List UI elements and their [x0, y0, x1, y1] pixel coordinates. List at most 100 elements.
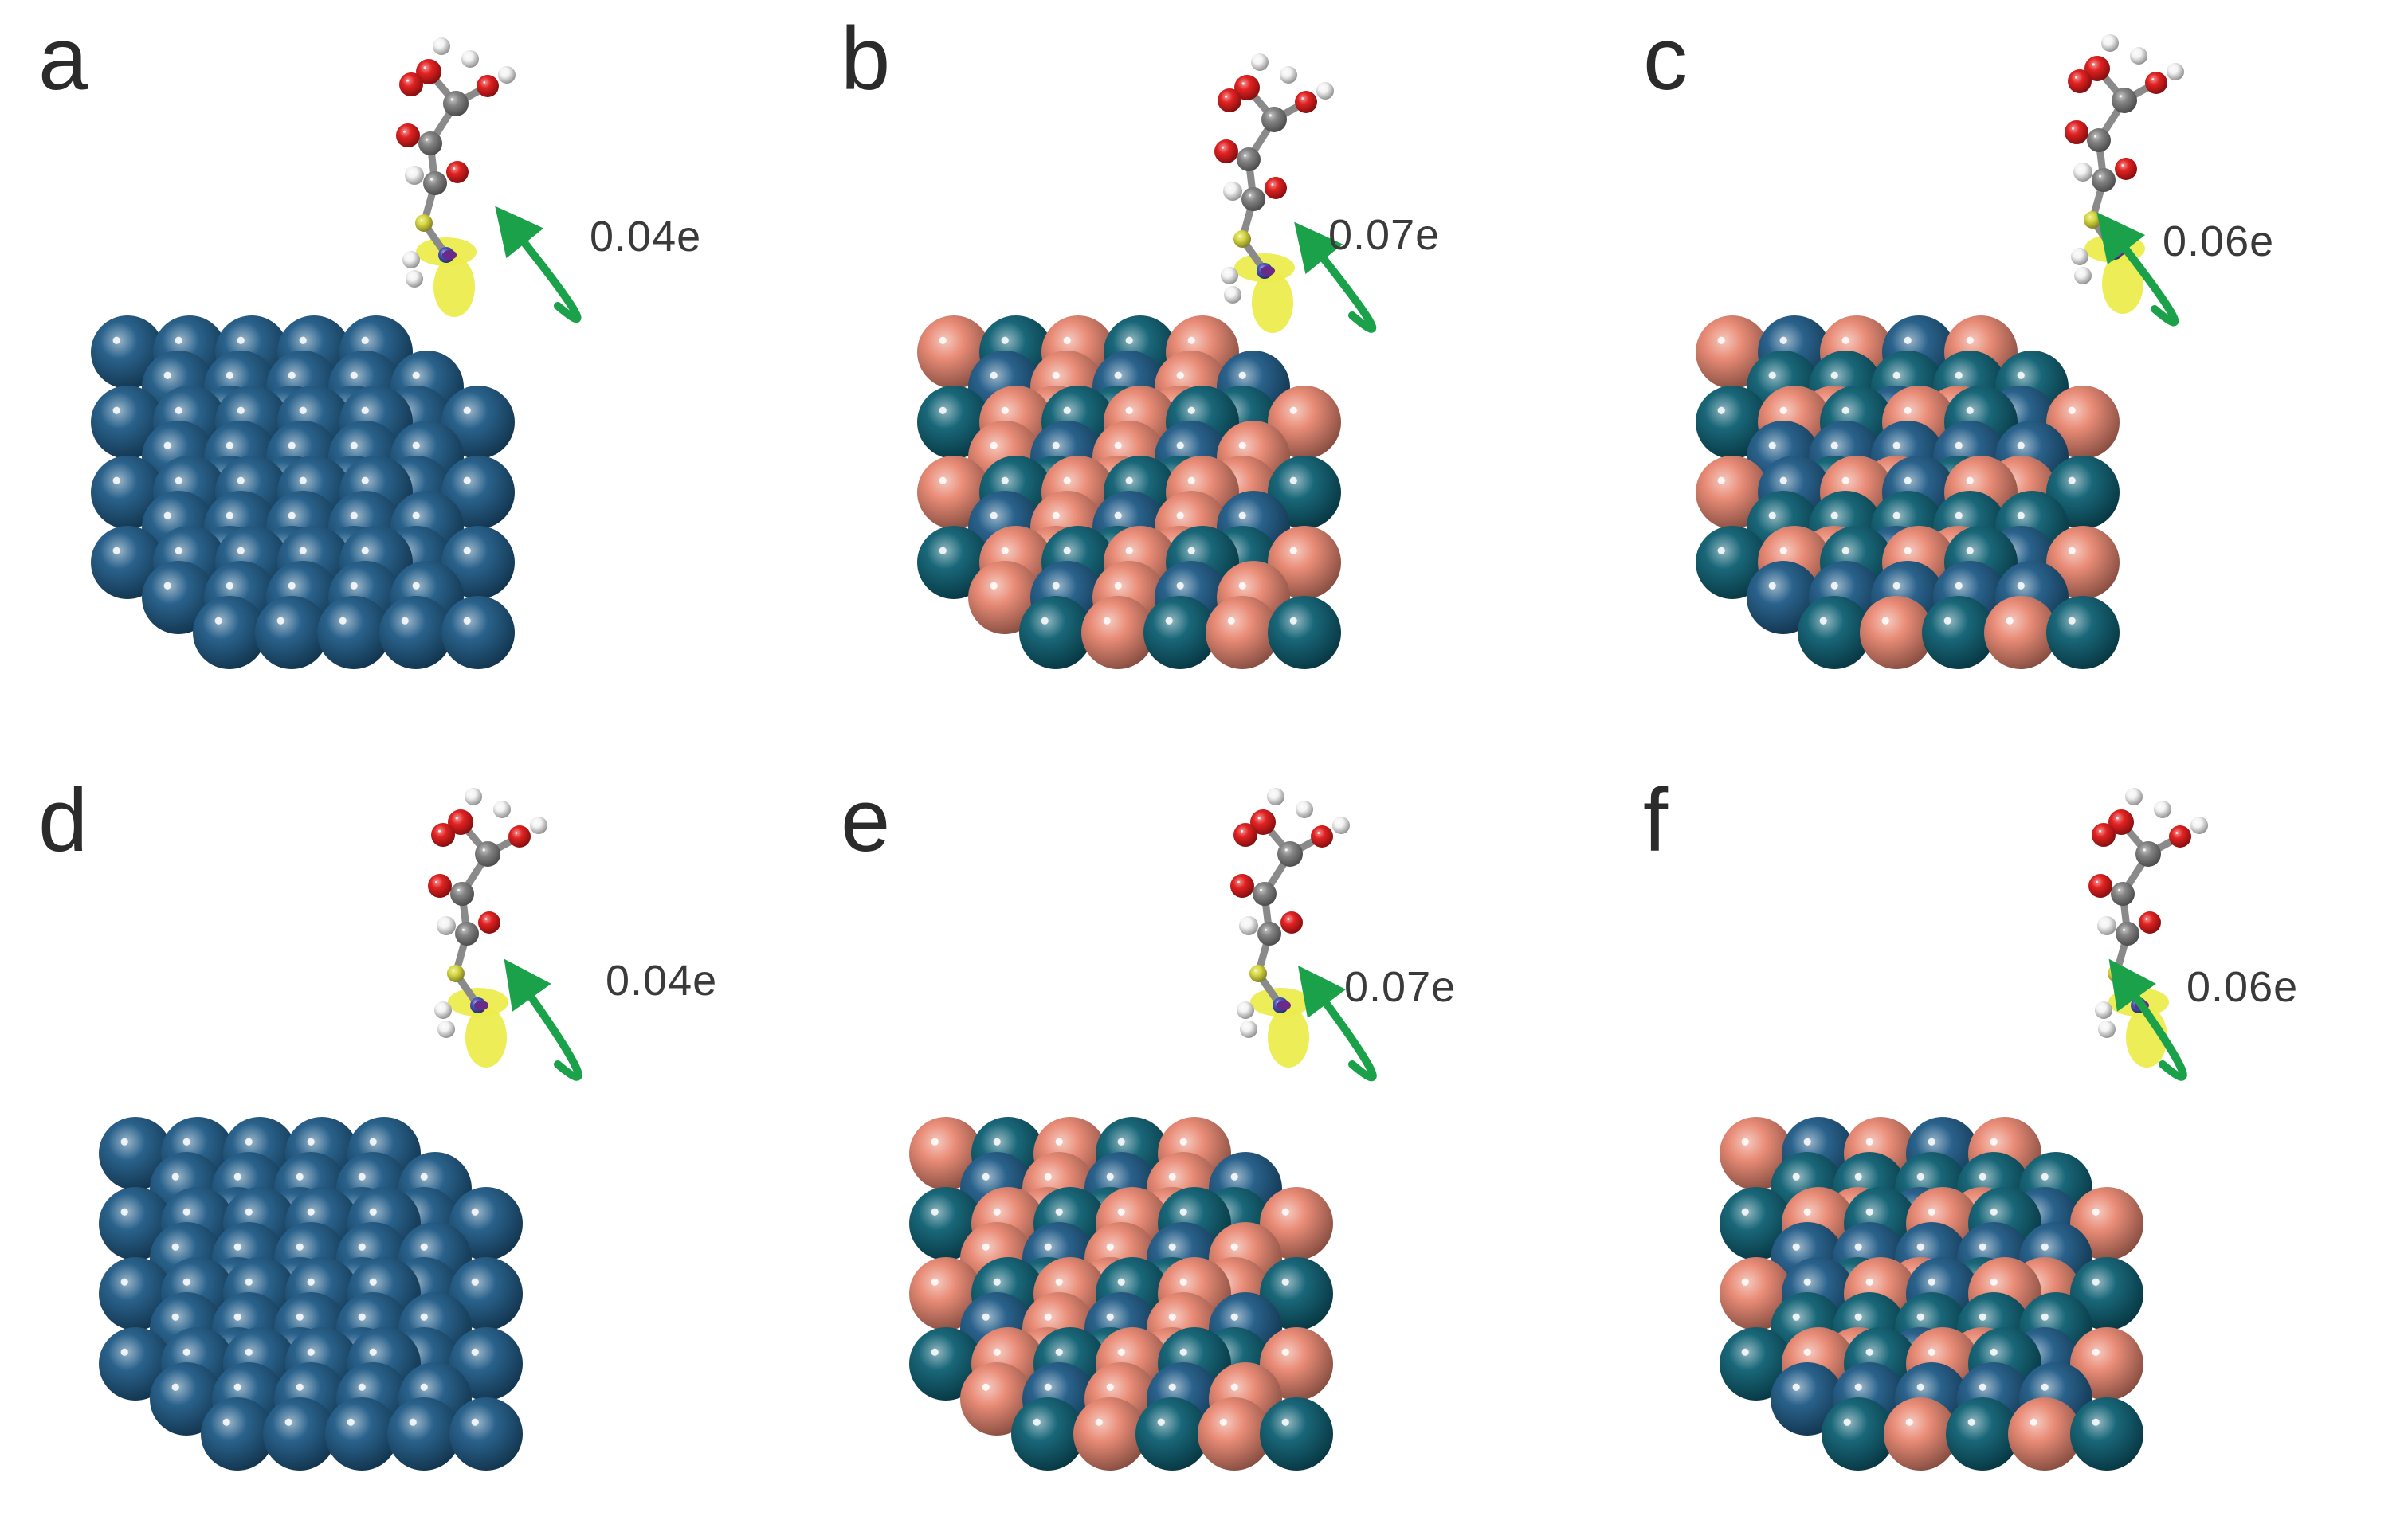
metal-atom-highlight [1187, 547, 1195, 554]
hydrogen-atom [2101, 34, 2119, 52]
metal-atom-highlight [163, 511, 171, 519]
hydrogen-atom-highlight [1245, 1025, 1247, 1028]
metal-atom [1011, 1397, 1084, 1471]
metal-atom [909, 1257, 982, 1330]
metal-atom-highlight [2017, 371, 2025, 379]
metal-atom-highlight [931, 1138, 939, 1146]
metal-atom-highlight [1892, 582, 1900, 590]
sulfur-atom [1249, 965, 1267, 982]
metal-atom [1019, 596, 1092, 669]
carbon-atom [2112, 88, 2137, 113]
hydrogen-atom-highlight [2171, 68, 2174, 70]
metal-atom-highlight [299, 476, 307, 484]
metal-atom-highlight [1238, 511, 1246, 519]
metal-atom-highlight [990, 582, 998, 590]
oxygen-atom-highlight [2075, 76, 2077, 79]
charge-transfer-label: 0.06e [2163, 217, 2275, 265]
metal-atom-highlight [1841, 547, 1849, 554]
metal-atom-highlight [2092, 1348, 2100, 1356]
charge-density-isosurface [1252, 272, 1293, 333]
metal-atom [909, 1187, 982, 1260]
metal-atom [2046, 526, 2120, 599]
metal-atom-highlight [175, 406, 182, 414]
hydrogen-atom [2130, 47, 2147, 65]
metal-atom [91, 526, 164, 599]
oxygen-atom [2088, 874, 2112, 898]
metal-atom-highlight [931, 1348, 939, 1356]
metal-atom [960, 1362, 1033, 1436]
carbon-atom [475, 841, 500, 867]
hydrogen-atom-highlight [442, 1025, 445, 1028]
metal-atom [1268, 456, 1341, 529]
metal-atom-highlight [1230, 1243, 1238, 1251]
metal-atom-highlight [420, 1383, 428, 1391]
carbon-atom-highlight [1284, 848, 1288, 852]
oxygen-atom [2068, 69, 2092, 93]
metal-atom [1268, 596, 1341, 669]
metal-atom-highlight [245, 1138, 253, 1146]
metal-atom-highlight [1114, 441, 1122, 449]
panel-b: b 0.07e [802, 0, 1605, 762]
metal-atom-highlight [931, 1278, 939, 1286]
metal-atom-highlight [358, 1173, 366, 1181]
metal-atom-highlight [412, 441, 420, 449]
charge-transfer-label: 0.06e [2186, 963, 2299, 1011]
metal-atom-highlight [1106, 1383, 1114, 1391]
oxygen-atom-highlight [435, 880, 437, 883]
metal-atom [1720, 1187, 1793, 1260]
metal-atom-highlight [1779, 476, 1787, 484]
hydrogen-atom-highlight [437, 42, 440, 45]
carbon-atom [2092, 168, 2116, 192]
oxygen-atom [396, 123, 420, 147]
hydrogen-atom [465, 788, 482, 805]
carbon-atom-highlight [2143, 848, 2146, 852]
metal-atom-highlight [1227, 617, 1235, 625]
metal-atom-highlight [420, 1173, 428, 1181]
metal-atom [917, 526, 990, 599]
metal-atom-highlight [288, 441, 296, 449]
hydrogen-atom [1221, 267, 1238, 284]
hydrogen-atom [434, 1001, 452, 1019]
metal-atom-highlight [1966, 476, 1974, 484]
metal-atom [449, 1397, 523, 1471]
metal-atom-highlight [931, 1208, 939, 1216]
sulfur-atom-highlight [2112, 970, 2115, 972]
hydrogen-atom-highlight [407, 256, 410, 258]
metal-atom-highlight [1819, 617, 1827, 625]
oxygen-atom [2065, 120, 2088, 144]
metal-atom [917, 315, 990, 389]
carbon-atom-highlight [2123, 928, 2125, 931]
metal-atom [91, 315, 164, 389]
metal-atom-highlight [993, 1278, 1001, 1286]
carbon-atom [1237, 147, 1261, 171]
metal-atom-highlight [1967, 1418, 1975, 1426]
metal-atom [441, 386, 515, 459]
metal-atom-highlight [1768, 371, 1776, 379]
oxygen-atom-highlight [484, 918, 488, 920]
carbon-atom-highlight [1269, 114, 1272, 117]
metal-atom-highlight [420, 1243, 428, 1251]
metal-atom-highlight [401, 617, 409, 625]
oxygen-atom-highlight [423, 66, 426, 69]
oxygen-atom [1265, 177, 1287, 199]
hydrogen-atom-highlight [535, 821, 537, 824]
metal-atom [1696, 386, 1769, 459]
metal-atom-highlight [1892, 371, 1900, 379]
metal-atom-highlight [2092, 1278, 2100, 1286]
metal-atom-highlight [296, 1313, 304, 1321]
oxygen-atom-highlight [1222, 146, 1224, 149]
carbon-atom-highlight [462, 928, 465, 931]
hydrogen-atom [402, 251, 420, 268]
metal-atom [325, 1397, 398, 1471]
metal-atom-highlight [112, 476, 120, 484]
metal-atom-highlight [1990, 1278, 1998, 1286]
oxygen-atom-highlight [2116, 817, 2119, 820]
carbon-atom [1241, 187, 1265, 211]
metal-atom [1206, 596, 1279, 669]
metal-atom-highlight [1892, 511, 1900, 519]
hydrogen-atom [1316, 82, 1334, 100]
metal-atom [1747, 561, 1820, 634]
metal-atom-highlight [112, 547, 120, 554]
hydrogen-atom-highlight [1272, 793, 1274, 795]
metal-atom [449, 1257, 523, 1330]
